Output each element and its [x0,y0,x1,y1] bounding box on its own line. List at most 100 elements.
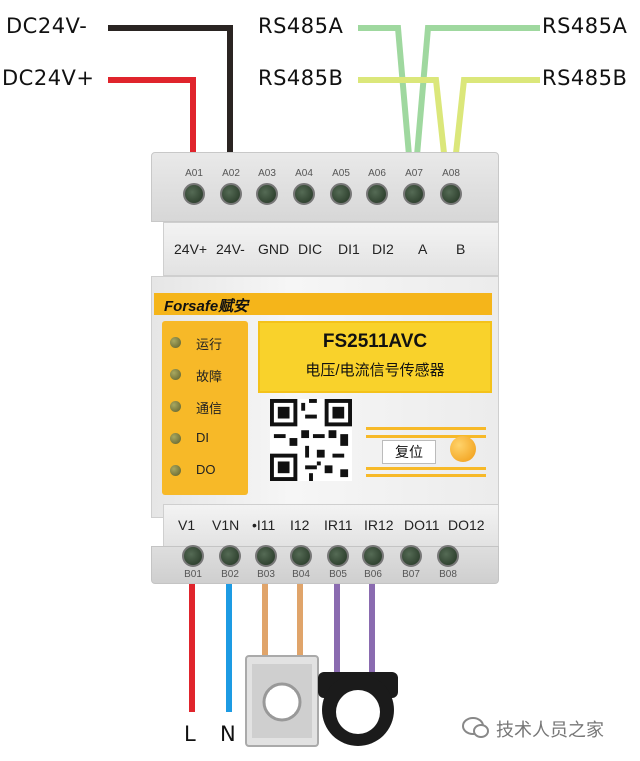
terminal-b06[interactable]: B06 [355,545,391,580]
indicator-comm: 通信 [196,401,223,416]
screw-icon [400,545,422,567]
label-i11: •I11 [252,517,276,533]
terminal-b05[interactable]: B05 [320,545,356,580]
product-name: 电压/电流信号传感器 [305,362,445,379]
terminal-b01[interactable]: B01 [175,545,211,580]
terminal-code: A03 [258,168,276,179]
terminal-code: B01 [184,569,202,580]
screw-icon [256,183,278,205]
terminal-a08[interactable]: A08 [433,153,469,205]
reset-area: 复位 [366,427,486,477]
label-di2: DI2 [372,241,394,257]
label-dic: DIC [298,241,323,257]
label-24v-minus: 24V- [216,241,245,257]
screw-icon [330,183,352,205]
rs485a-wire-left [358,25,415,191]
label-i12: I12 [290,517,310,533]
terminal-a02[interactable]: A02 [213,153,249,205]
terminal-code: B07 [402,569,420,580]
stripe [366,435,486,438]
label-24v-plus: 24V+ [174,241,208,257]
screw-icon [403,183,425,205]
qr-code-icon [270,399,352,481]
product-name-panel: FS2511AVC 电压/电流信号传感器 [258,321,492,393]
comm-led-icon [170,401,181,412]
top-label-band: 24V+ 24V- GND DIC DI1 DI2 A B [163,222,499,276]
screw-icon [327,545,349,567]
label-do12: DO12 [448,517,485,533]
terminal-b02[interactable]: B02 [212,545,248,580]
terminal-a07[interactable]: A07 [396,153,432,205]
screw-icon [437,545,459,567]
label-b: B [456,241,466,257]
terminal-code: A05 [332,168,350,179]
stripe [366,474,486,477]
terminal-code: A01 [185,168,203,179]
terminal-b03[interactable]: B03 [248,545,284,580]
rs485a-wire-right [411,25,540,191]
reset-button[interactable] [450,436,476,462]
rs485b-left-label: RS485B [258,66,344,90]
terminal-code: B08 [439,569,457,580]
terminal-code: A02 [222,168,240,179]
screw-icon [220,183,242,205]
label-v1: V1 [178,517,196,533]
terminal-code: B02 [221,569,239,580]
terminal-a04[interactable]: A04 [286,153,322,205]
screw-icon [293,183,315,205]
line-label: L [184,722,197,746]
terminal-code: A04 [295,168,313,179]
wechat-icon [462,717,489,738]
screw-icon [255,545,277,567]
indicator-fault: 故障 [196,369,223,384]
indicator-panel: 运行 故障 通信 DI DO [162,321,248,495]
watermark-text: 技术人员之家 [496,720,604,740]
neutral-label: N [220,722,237,746]
label-v1n: V1N [212,517,240,533]
terminal-a01[interactable]: A01 [176,153,212,205]
label-a: A [418,241,428,257]
indicator-run: 运行 [196,337,223,352]
indicator-di: DI [196,430,209,445]
terminal-code: A06 [368,168,386,179]
terminal-b07[interactable]: B07 [393,545,429,580]
terminal-a06[interactable]: A06 [359,153,395,205]
di-led-icon [170,433,181,444]
rogowski-coil-icon [318,672,398,746]
sensor-module: A01 A02 A03 A04 A05 A06 A07 A08 24V+ 24V… [151,152,499,584]
terminal-code: B06 [364,569,382,580]
dc-minus-wire [108,25,233,190]
bottom-terminal-block: B01 B02 B03 B04 B05 B06 B07 B08 [151,545,499,584]
dc-minus-label: DC24V- [6,14,88,38]
label-ir11: IR11 [324,517,353,533]
screw-icon [182,545,204,567]
terminal-a05[interactable]: A05 [323,153,359,205]
screw-icon [362,545,384,567]
rs485b-right-label: RS485B [542,66,628,90]
label-ir12: IR12 [364,517,394,533]
reset-label: 复位 [382,440,436,464]
label-do11: DO11 [404,517,440,533]
front-panel: Forsafe赋安 运行 故障 通信 DI DO FS2511AVC 电压/电流… [151,276,499,518]
do-led-icon [170,465,181,476]
current-transformer-icon [245,655,319,747]
rs485a-left-label: RS485A [258,14,344,38]
screw-icon [183,183,205,205]
terminal-code: A08 [442,168,460,179]
stripe [366,467,486,470]
screw-icon [219,545,241,567]
indicator-do: DO [196,462,216,477]
terminal-code: B03 [257,569,275,580]
top-terminal-block: A01 A02 A03 A04 A05 A06 A07 A08 [151,152,499,222]
terminal-code: A07 [405,168,423,179]
screw-icon [440,183,462,205]
terminal-b08[interactable]: B08 [430,545,466,580]
dc-plus-label: DC24V+ [2,66,95,90]
terminal-a03[interactable]: A03 [249,153,285,205]
rs485a-right-label: RS485A [542,14,628,38]
brand-logo: Forsafe赋安 [164,298,249,315]
terminal-b04[interactable]: B04 [283,545,319,580]
label-gnd: GND [258,241,290,257]
screw-icon [366,183,388,205]
run-led-icon [170,337,181,348]
